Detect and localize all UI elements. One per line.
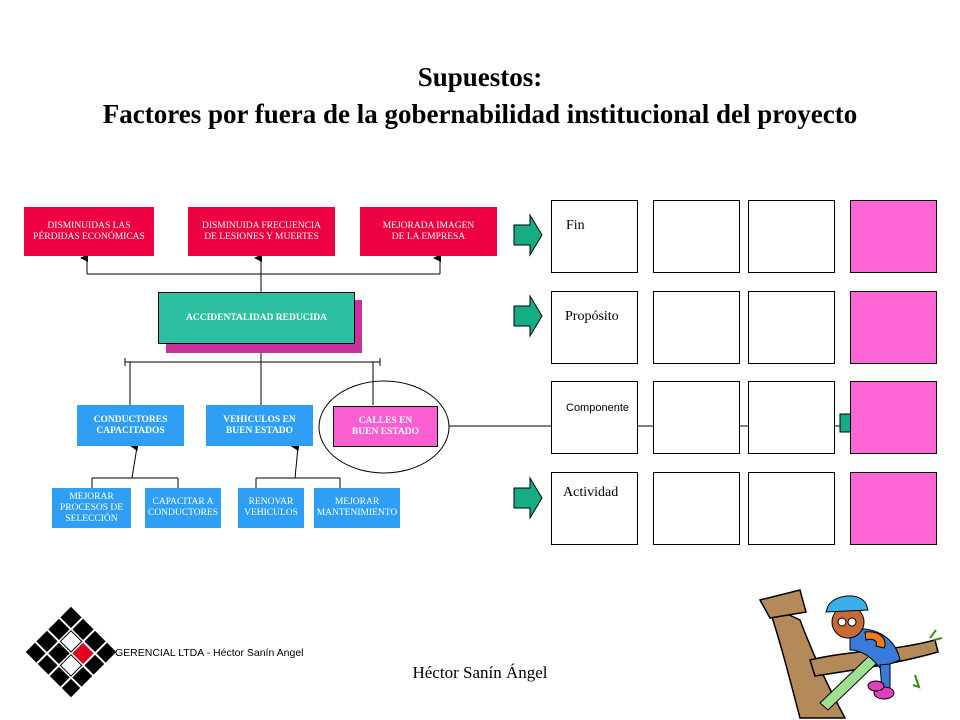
- outcome-box-imagen: MEJORADA IMAGEN DE LA EMPRESA: [360, 207, 497, 256]
- arrow-proposito-icon: [513, 294, 543, 338]
- matrix-cell-componente-1: [551, 381, 638, 454]
- matrix-cell-fin-supuestos: [850, 200, 937, 273]
- matrix-cell-actividad-supuestos: [850, 472, 937, 545]
- component-conductores: CONDUCTORES CAPACITADOS: [77, 405, 184, 446]
- component-vehiculos: VEHICULOS EN BUEN ESTADO: [206, 405, 313, 446]
- outcome-box-perdidas: DISMINUIDAS LAS PÉRDIDAS ECONÓMICAS: [24, 207, 154, 256]
- outcome-box-lesiones: DISMINUIDA FRECUENCIA DE LESIONES Y MUER…: [188, 207, 335, 256]
- matrix-cell-proposito-supuestos: [850, 291, 937, 364]
- matrix-cell-componente-2: [653, 381, 740, 454]
- activity-capacitar: CAPACITAR A CONDUCTORES: [145, 488, 221, 528]
- matrix-cell-proposito-2: [653, 291, 740, 364]
- footer-author: Héctor Sanín Ángel: [412, 663, 548, 682]
- matrix-cell-actividad-1: [551, 472, 638, 545]
- matrix-cell-fin-1: [551, 200, 638, 273]
- matrix-cell-fin-2: [653, 200, 740, 273]
- matrix-cell-proposito-3: [748, 291, 835, 364]
- row-label-componente: Componente: [566, 402, 629, 414]
- arrow-fin-icon: [513, 213, 543, 257]
- activity-mantenimiento: MEJORAR MANTENIMIENTO: [314, 488, 400, 528]
- matrix-cell-componente-3: [748, 381, 835, 454]
- title-line-1: Supuestos:: [417, 62, 543, 92]
- activity-seleccion: MEJORAR PROCESOS DE SELECCIÓN: [52, 488, 131, 528]
- row-label-actividad: Actividad: [563, 485, 619, 500]
- matrix-cell-fin-3: [748, 200, 835, 273]
- matrix-cell-proposito-1: [551, 291, 638, 364]
- arrow-actividad-icon: [513, 476, 543, 520]
- matrix-cell-actividad-2: [653, 472, 740, 545]
- title-line-2: Factores por fuera de la gobernabilidad …: [102, 99, 858, 129]
- row-label-proposito: Propósito: [565, 309, 619, 324]
- activity-renovar: RENOVAR VEHICULOS: [238, 488, 304, 528]
- footer-company: GERENCIAL LTDA - Héctor Sanín Angel: [115, 647, 304, 659]
- component-calles: CALLES EN BUEN ESTADO: [333, 406, 438, 447]
- matrix-cell-componente-supuestos: [850, 381, 937, 454]
- matrix-cell-actividad-3: [748, 472, 835, 545]
- purpose-box: ACCIDENTALIDAD REDUCIDA: [158, 292, 355, 344]
- row-label-fin: Fin: [566, 218, 585, 233]
